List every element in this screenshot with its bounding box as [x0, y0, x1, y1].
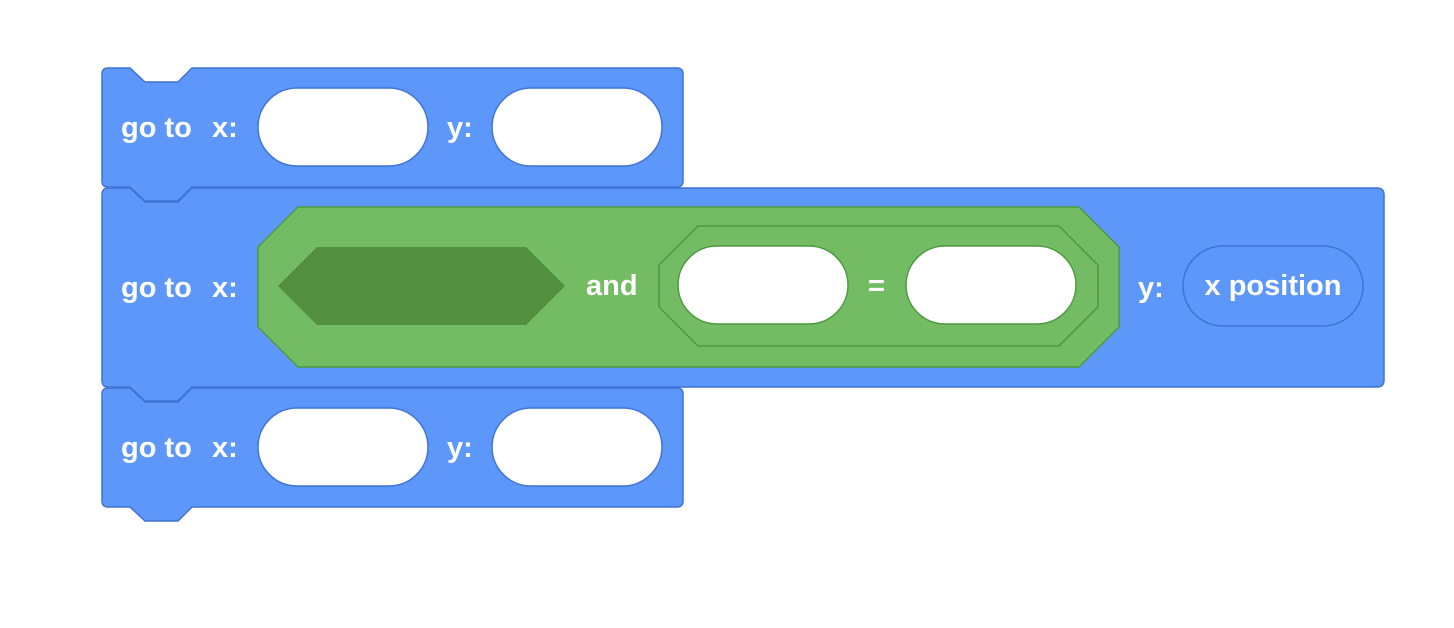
y-label: y:: [1138, 272, 1164, 304]
x-input[interactable]: [257, 407, 429, 487]
equals-right-input[interactable]: [905, 245, 1077, 325]
y-label: y:: [447, 112, 473, 144]
x-position-label: x position: [1205, 270, 1342, 302]
and-label: and: [586, 270, 638, 302]
goto-label: go to: [121, 112, 192, 144]
x-label: x:: [212, 112, 238, 144]
y-input[interactable]: [491, 407, 663, 487]
goto-label: go to: [121, 432, 192, 464]
goto-block-3[interactable]: go to x: y:: [101, 387, 684, 522]
y-label: y:: [447, 432, 473, 464]
x-label: x:: [212, 272, 238, 304]
and-operator-block[interactable]: and =: [257, 206, 1120, 368]
x-label: x:: [212, 432, 238, 464]
goto-label: go to: [121, 272, 192, 304]
equals-operator-block[interactable]: =: [658, 225, 1099, 347]
y-input[interactable]: [491, 87, 663, 167]
equals-left-input[interactable]: [677, 245, 849, 325]
empty-boolean-slot[interactable]: [278, 247, 565, 325]
goto-block-2[interactable]: go to x: and = y: x positio: [101, 187, 1385, 402]
equals-label: =: [868, 270, 885, 302]
goto-block-1[interactable]: go to x: y:: [101, 67, 684, 202]
x-position-reporter-body[interactable]: [1182, 245, 1364, 327]
x-position-reporter[interactable]: x position: [1182, 245, 1364, 327]
x-input[interactable]: [257, 87, 429, 167]
